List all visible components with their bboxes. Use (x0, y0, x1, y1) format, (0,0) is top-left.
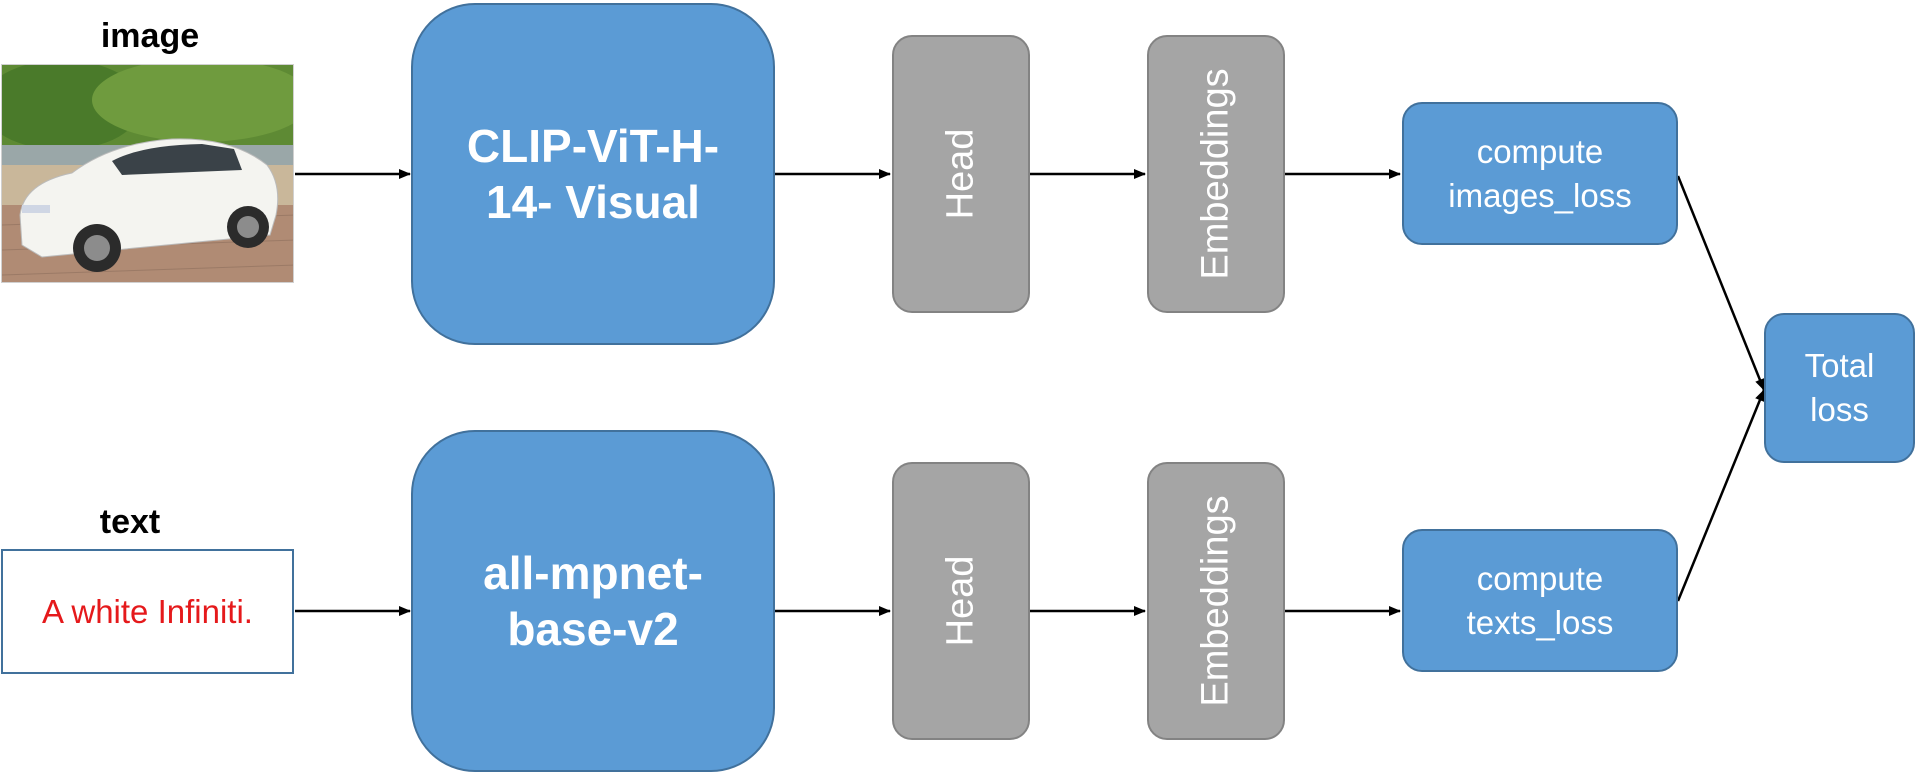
mpnet-text-encoder: all-mpnet-base-v2 (411, 430, 775, 772)
clip-visual-encoder: CLIP-ViT-H-14- Visual (411, 3, 775, 345)
head-label-bottom: Head (939, 555, 982, 647)
arrow-images-loss-to-total (1676, 175, 1766, 391)
head-label-top: Head (939, 128, 982, 220)
text-input-label: text (99, 503, 161, 541)
texts-loss-label: compute texts_loss (1466, 559, 1614, 641)
images-loss-block: compute images_loss (1402, 102, 1678, 245)
embeddings-label-bottom: Embeddings (1194, 495, 1237, 707)
total-loss-block: Total loss (1764, 313, 1915, 463)
head-block-bottom: Head (892, 462, 1030, 740)
mpnet-label: all-mpnet-base-v2 (483, 547, 703, 655)
images-loss-label: compute images_loss (1448, 132, 1632, 214)
arrow-texts-loss-to-total (1676, 389, 1766, 602)
caption-text: A white Infiniti. (42, 592, 253, 630)
embeddings-label-top: Embeddings (1194, 68, 1237, 280)
head-block-top: Head (892, 35, 1030, 313)
car-photo (1, 64, 294, 283)
total-loss-label: Total loss (1804, 347, 1875, 428)
embeddings-block-bottom: Embeddings (1147, 462, 1285, 740)
embeddings-block-top: Embeddings (1147, 35, 1285, 313)
clip-visual-label: CLIP-ViT-H-14- Visual (466, 120, 720, 228)
texts-loss-block: compute texts_loss (1402, 529, 1678, 672)
image-input-label: image (100, 17, 200, 55)
text-input-box: A white Infiniti. (1, 549, 294, 674)
